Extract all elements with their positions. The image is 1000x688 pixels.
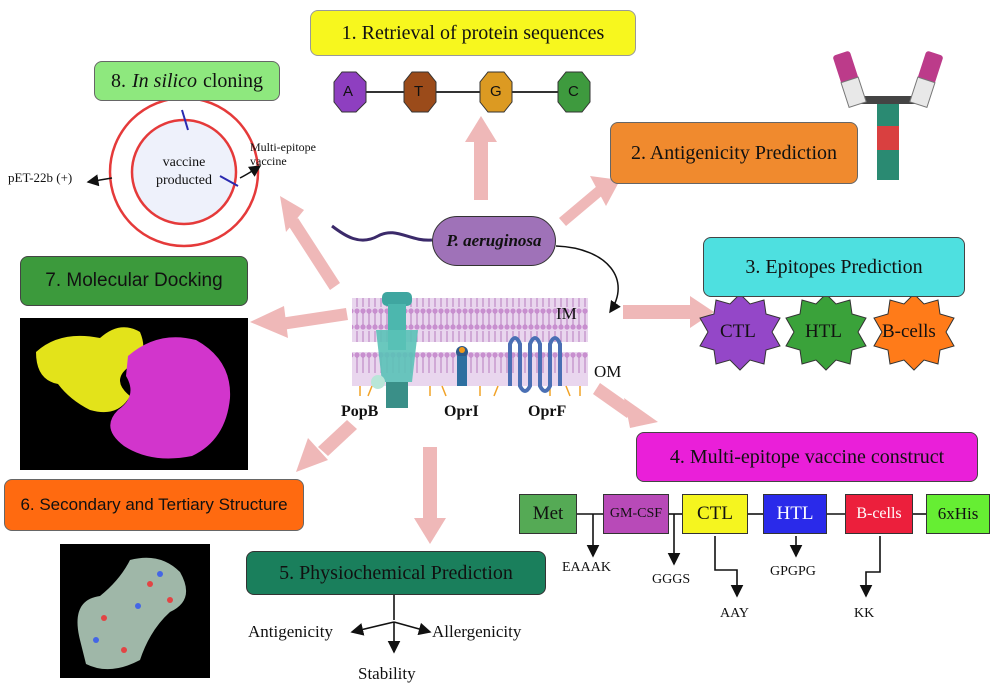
step4-title: 4. Multi-epitope vaccine construct: [669, 445, 945, 468]
step8-title-italic: In silico: [132, 69, 197, 92]
step2-title-box: 2. Antigenicity Prediction: [610, 122, 858, 184]
linker-kk: KK: [854, 606, 875, 621]
flagellum: [331, 224, 433, 242]
arrow-to-step1: [465, 116, 497, 200]
structure-image: [60, 544, 210, 678]
base-g-label: G: [490, 83, 502, 100]
base-c-label: C: [568, 83, 579, 100]
popb-protein: [371, 292, 418, 408]
step3-title: 3. Epitopes Prediction: [745, 255, 923, 278]
opri-protein: [456, 346, 468, 386]
physio-allergenicity: Allergenicity: [432, 622, 522, 641]
dna-strand: [333, 71, 591, 113]
epitope-bcells-label: B-cells: [882, 321, 936, 342]
step8-title-rest: cloning: [203, 69, 263, 92]
segment-6xhis: 6xHis: [926, 494, 990, 534]
physio-stability: Stability: [358, 664, 416, 683]
step6-title: 6. Secondary and Tertiary Structure: [20, 495, 288, 514]
segment-met: Met: [519, 494, 577, 534]
radial-arrows: [250, 116, 714, 544]
epitope-stars: [699, 293, 955, 371]
protein-oprf-label: OprF: [528, 403, 567, 420]
step6-title-box: 6. Secondary and Tertiary Structure: [4, 479, 304, 531]
step8-title-box: 8. In silico cloning: [94, 61, 280, 101]
epitope-ctl-label: CTL: [720, 321, 756, 342]
step7-title-box: 7. Molecular Docking: [20, 256, 248, 306]
membrane-om-label: OM: [594, 362, 622, 381]
arrow-to-step4: [593, 383, 658, 428]
step8-number: 8.: [111, 69, 126, 92]
pathogen-pill: P. aeruginosa: [432, 216, 556, 266]
oprf-protein: [508, 336, 562, 393]
physio-branches: [350, 588, 432, 654]
linker-aay: AAY: [720, 606, 750, 621]
epitope-htl-label: HTL: [805, 321, 842, 342]
physio-antigenicity: Antigenicity: [248, 622, 333, 641]
step4-title-box: 4. Multi-epitope vaccine construct: [636, 432, 978, 482]
arrow-to-step2: [559, 176, 620, 226]
docking-image: [20, 318, 248, 470]
arrow-to-step8: [280, 196, 340, 290]
step1-title-box: 1. Retrieval of protein sequences: [310, 10, 636, 56]
plasmid-vector-label: pET-22b (+): [8, 170, 73, 185]
plasmid-insert-label: Multi-epitope vaccine: [250, 140, 316, 168]
arrow-to-step7: [250, 306, 348, 338]
step5-title-box: 5. Physiochemical Prediction: [246, 551, 546, 595]
linker-gpgpg: GPGPG: [770, 564, 816, 579]
segment-ctl: CTL: [682, 494, 748, 534]
antibody-icon: [833, 51, 943, 180]
membrane-im-label: IM: [556, 304, 577, 323]
base-t-label: T: [414, 83, 424, 100]
pathogen-name: P. aeruginosa: [446, 231, 542, 250]
step1-title: 1. Retrieval of protein sequences: [341, 21, 605, 44]
arrow-to-step5: [414, 447, 446, 544]
entry-arrow: [555, 245, 621, 314]
linker-eaaak: EAAAK: [562, 560, 611, 575]
construct-linkers: [576, 513, 926, 598]
step5-title: 5. Physiochemical Prediction: [279, 561, 513, 584]
base-a-label: A: [343, 83, 354, 100]
arrow-to-step6: [296, 420, 357, 472]
segment-htl: HTL: [763, 494, 827, 534]
plasmid-center-text: vaccine producted: [156, 155, 212, 188]
arrow-to-step3: [623, 296, 714, 328]
step2-title: 2. Antigenicity Prediction: [630, 141, 838, 164]
segment-gmcsf: GM-CSF: [603, 494, 669, 534]
protein-opri-label: OprI: [444, 403, 479, 420]
step3-title-box: 3. Epitopes Prediction: [703, 237, 965, 297]
step7-title: 7. Molecular Docking: [45, 270, 223, 291]
protein-popb-label: PopB: [341, 403, 379, 420]
segment-bcells: B-cells: [845, 494, 913, 534]
linker-gggs: GGGS: [652, 572, 691, 587]
